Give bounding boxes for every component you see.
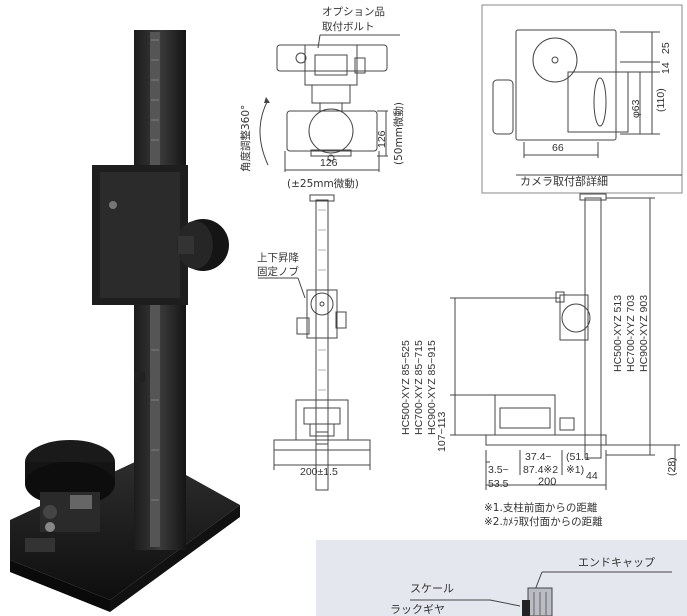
option-bolt-callout-line1: オプション品 bbox=[322, 6, 385, 18]
rotation-label: 角度調整360° bbox=[240, 104, 252, 172]
range-hc700: HC700-XYZ 85~715 bbox=[413, 340, 425, 435]
height-hc900: HC900-XYZ 903 bbox=[638, 294, 650, 372]
inset-label-rack: ラックギヤ bbox=[390, 603, 445, 616]
top-dim-width: 126 bbox=[320, 157, 338, 169]
dim-874: 87.4※2 bbox=[523, 464, 559, 476]
knob-callout-line1: 上下昇降 bbox=[257, 252, 299, 264]
option-bolt-callout-line2: 取付ボルト bbox=[322, 21, 375, 33]
dim-535: 53.5 bbox=[488, 478, 509, 490]
product-photo bbox=[0, 0, 250, 616]
dim-511: (51.1 bbox=[566, 451, 590, 463]
camera-detail-caption: カメラ取付部詳細 bbox=[520, 175, 608, 188]
top-dim-height-sub: (50mm微動) bbox=[393, 101, 405, 165]
cam-dim-phi63: φ63 bbox=[630, 99, 642, 119]
top-dim-height: 126 bbox=[376, 130, 388, 148]
inset-label-endcap: エンドキャップ bbox=[578, 556, 655, 569]
front-dim-base: 200±1.5 bbox=[300, 466, 338, 478]
dim-374: 37.4~ bbox=[525, 451, 552, 463]
dim-note1-ref: ※1) bbox=[566, 464, 585, 476]
top-dim-width-sub: (±25mm微動) bbox=[287, 178, 359, 190]
cam-dim-14: 14 bbox=[660, 62, 672, 74]
cam-dim-110: (110) bbox=[655, 88, 667, 112]
inset-label-scale: スケール bbox=[410, 582, 454, 595]
height-hc500: HC500-XYZ 513 bbox=[612, 294, 624, 372]
cam-dim-25: 25 bbox=[660, 42, 672, 54]
knob-callout-line2: 固定ノブ bbox=[257, 266, 299, 278]
dim-28: (28) bbox=[666, 457, 678, 476]
dim-107: 107~113 bbox=[436, 411, 448, 452]
dim-200: 200 bbox=[538, 476, 557, 488]
dim-44: 44 bbox=[586, 470, 598, 482]
footnote-1: ※1.支柱前面からの距離 bbox=[484, 502, 598, 514]
footnote-2: ※2.ｶﾒﾗ取付面からの距離 bbox=[484, 516, 603, 528]
dim-35: 3.5~ bbox=[488, 464, 509, 476]
range-hc500: HC500-XYZ 85~525 bbox=[400, 340, 412, 435]
height-hc700: HC700-XYZ 703 bbox=[625, 294, 637, 372]
cam-dim-66: 66 bbox=[552, 142, 564, 154]
